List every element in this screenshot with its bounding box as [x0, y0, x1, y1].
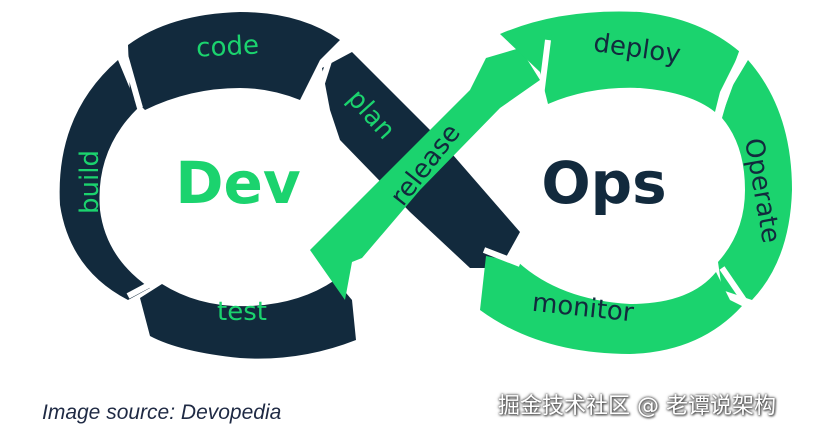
- segment-deploy: [500, 11, 740, 112]
- segment-operate: [718, 60, 792, 300]
- segment-monitor: [480, 256, 742, 354]
- dev-title: Dev: [175, 149, 300, 217]
- ops-title: Ops: [541, 149, 666, 217]
- segment-release: [310, 48, 540, 300]
- ops-loop: [310, 11, 792, 354]
- stage-label-test: test: [217, 297, 267, 327]
- segment-code: [128, 12, 340, 110]
- stage-label-build: build: [75, 150, 105, 214]
- segment-test: [140, 280, 356, 359]
- stage-label-code: code: [195, 30, 259, 63]
- image-source-caption: Image source: Devopedia: [42, 401, 282, 424]
- watermark-text: 掘金技术社区 @ 老谭说架构: [498, 394, 776, 419]
- devops-infinity-diagram: Dev Ops code build test plan release dep…: [59, 11, 792, 359]
- segment-build: [59, 60, 150, 300]
